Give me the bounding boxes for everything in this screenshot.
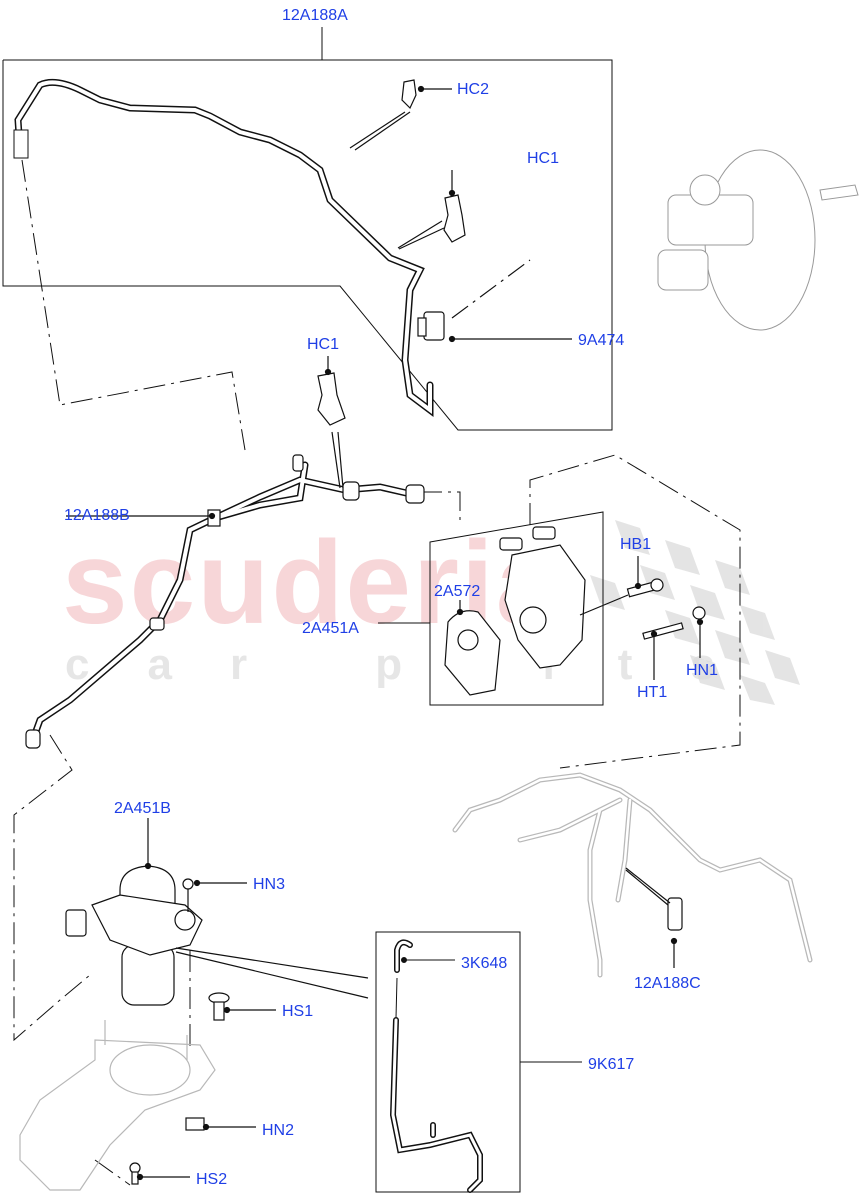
nut-HN1-icon <box>692 606 706 658</box>
pipe-end-fitting <box>13 129 29 159</box>
frame-9K617 <box>375 931 582 1193</box>
callout-9A474[interactable]: 9A474 <box>578 332 625 349</box>
frame-2A451A <box>378 511 604 706</box>
hose-9K617-icon <box>389 939 483 1193</box>
hose-3K648-marker <box>395 957 455 1019</box>
mounting-bracket-ghost <box>19 1020 216 1191</box>
hc1-mid-clip-icon <box>317 356 346 489</box>
callout-HN2[interactable]: HN2 <box>262 1122 295 1139</box>
nut-HN3-icon <box>182 878 247 912</box>
callout-HT1[interactable]: HT1 <box>637 684 668 701</box>
hc2-clip-icon <box>349 79 452 151</box>
callout-HN3[interactable]: HN3 <box>253 876 286 893</box>
callout-9K617[interactable]: 9K617 <box>588 1056 635 1073</box>
callout-3K648[interactable]: 3K648 <box>461 955 508 972</box>
callout-HC1-mid[interactable]: HC1 <box>307 336 340 353</box>
callout-HB1[interactable]: HB1 <box>620 536 652 553</box>
callout-12A188A[interactable]: 12A188A <box>282 7 348 24</box>
stud-HS1-icon <box>208 992 276 1021</box>
gasket-2A572-icon <box>444 600 501 696</box>
callout-HC2[interactable]: HC2 <box>457 81 490 98</box>
callout-12A188C[interactable]: 12A188C <box>634 975 701 992</box>
vacuum-pump-2A451A-icon <box>499 526 586 669</box>
pipe-fittings <box>25 454 425 749</box>
callout-HS1[interactable]: HS1 <box>282 1003 314 1020</box>
callout-12A188B[interactable]: 12A188B <box>64 507 130 524</box>
callout-HS2[interactable]: HS2 <box>196 1171 228 1188</box>
watermark-sub: car parts <box>65 640 773 689</box>
callout-HC1-top[interactable]: HC1 <box>527 150 560 167</box>
bolt-HB1-icon <box>579 556 664 616</box>
pipe-12A188A <box>14 78 434 417</box>
hc1-top-clip-icon <box>397 170 466 250</box>
brake-booster-icon <box>657 149 859 331</box>
callout-HN1[interactable]: HN1 <box>686 662 719 679</box>
electric-pump-2A451B-icon <box>65 818 369 1006</box>
dash-dot-leaders <box>13 159 741 1186</box>
screw-HS2-icon <box>129 1162 190 1185</box>
callout-2A572[interactable]: 2A572 <box>434 583 481 600</box>
sensor-9A474-icon <box>417 259 572 343</box>
callout-2A451A[interactable]: 2A451A <box>302 620 359 637</box>
callout-2A451B[interactable]: 2A451B <box>114 800 171 817</box>
frame-12A188A <box>2 27 613 431</box>
checkered-flag-watermark <box>590 520 800 705</box>
stud-HT1-icon <box>642 622 684 680</box>
connector-12A188C-icon <box>625 867 683 968</box>
nut-HN2-icon <box>185 1117 256 1131</box>
